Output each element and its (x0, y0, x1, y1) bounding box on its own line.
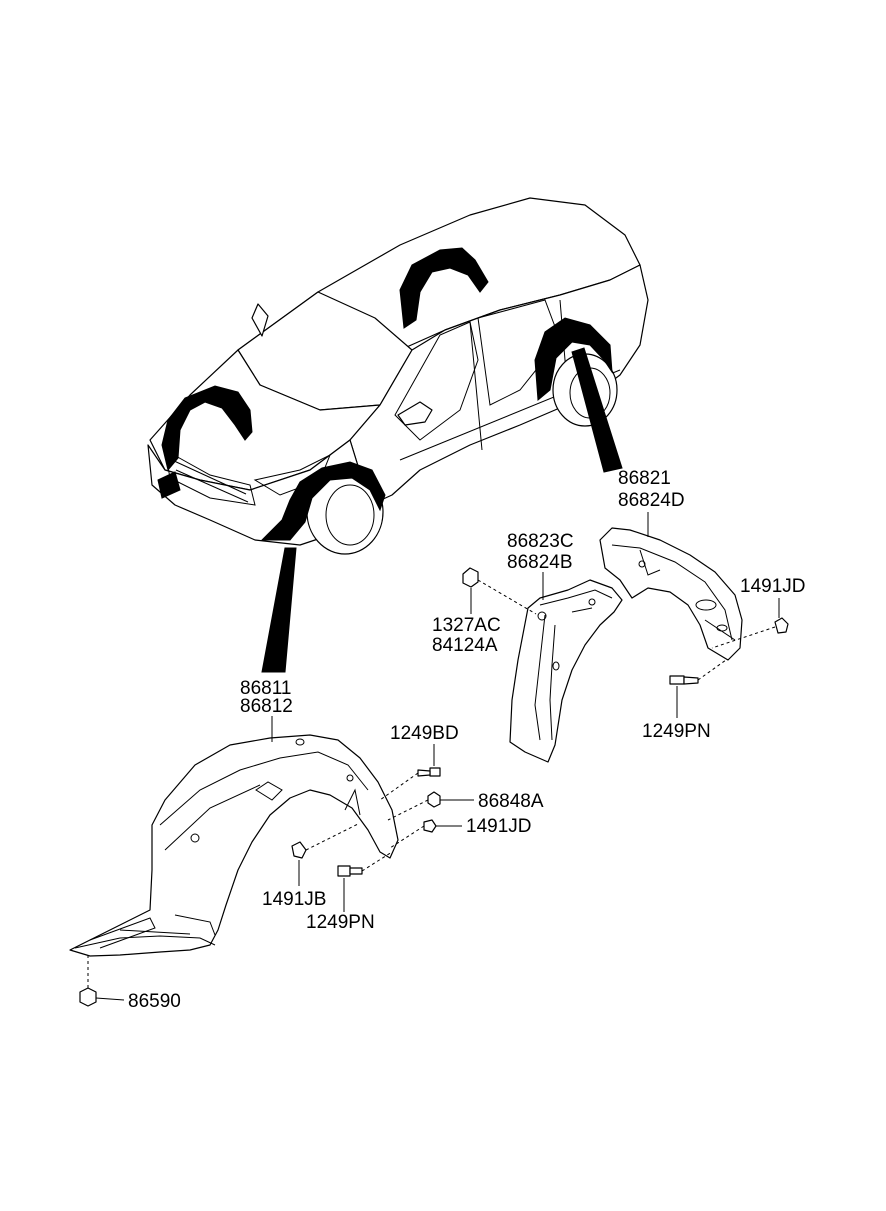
fastener-icon (79, 567, 789, 1007)
label-bolt-front: 1249BD (390, 723, 459, 744)
label-nut-a: 1327AC (432, 615, 501, 636)
label-clip-rear: 1491JD (740, 576, 806, 597)
label-clip-front-b: 1491JB (262, 889, 327, 910)
label-screw-rear: 1249PN (642, 721, 711, 742)
label-rear-liner-b: 86824D (618, 490, 685, 511)
label-screw-bottom: 86590 (128, 991, 181, 1012)
front-pointer-icon (261, 547, 297, 673)
label-rear-mud-b: 86824B (507, 552, 573, 573)
rear-wheel-guard-icon (599, 527, 743, 661)
rear-mud-guard-icon (509, 579, 623, 763)
label-front-liner-a: 86811 (240, 678, 292, 699)
leader-lines (87, 512, 780, 1001)
front-wheel-guard-icon (69, 734, 399, 957)
rear-pointer-icon (571, 347, 623, 473)
label-nut-front: 86848A (478, 791, 544, 812)
label-front-liner-b: 86812 (240, 696, 293, 717)
label-nut-b: 84124A (432, 635, 498, 656)
label-rear-liner-a: 86821 (618, 468, 671, 489)
label-clip-front: 1491JD (466, 816, 532, 837)
label-screw-front: 1249PN (306, 912, 375, 933)
car-body-icon (147, 197, 649, 555)
label-rear-mud-a: 86823C (507, 531, 574, 552)
